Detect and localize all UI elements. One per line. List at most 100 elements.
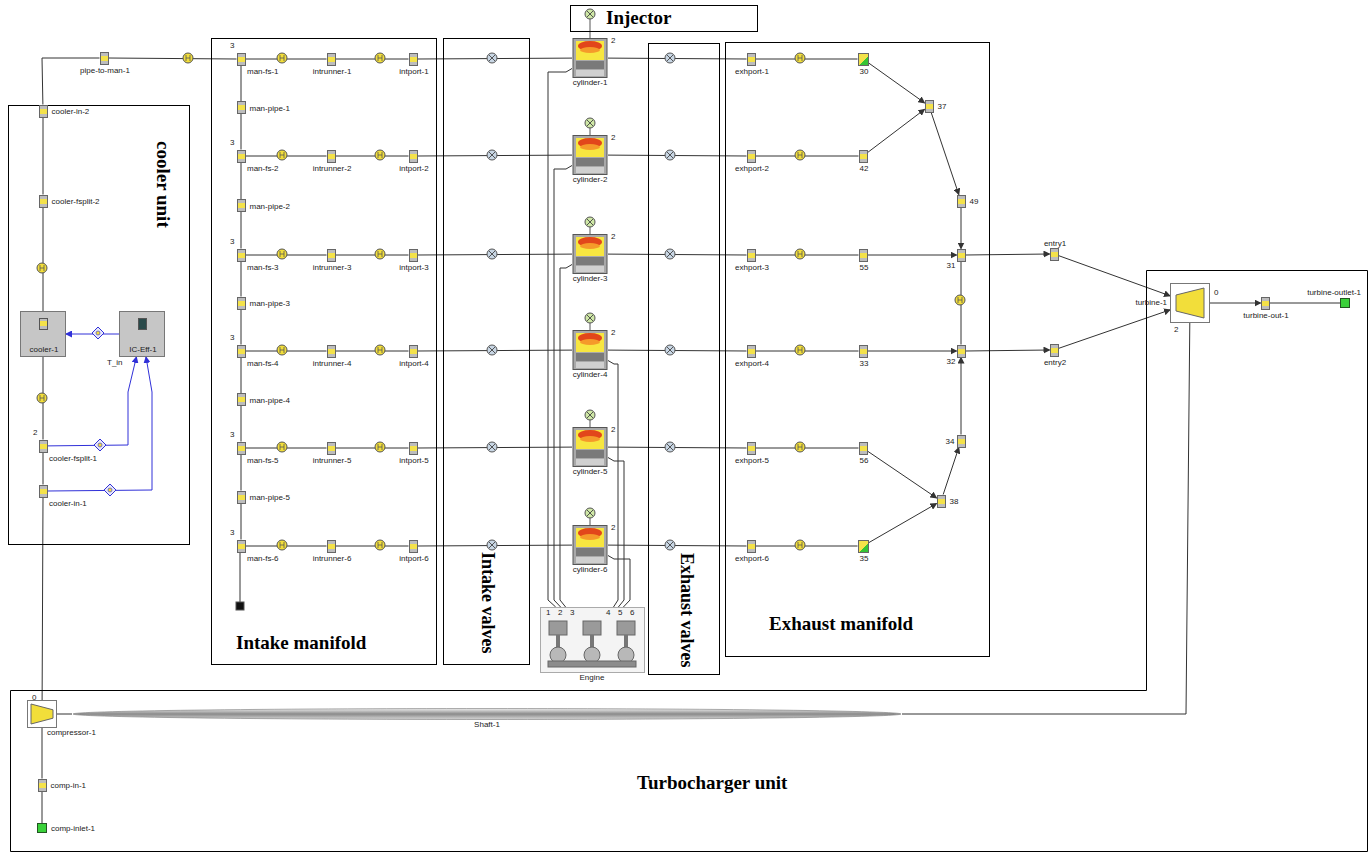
port-number: 2 <box>1174 326 1178 334</box>
region-box: Exhaust valves <box>648 43 720 675</box>
pipe-icon: exhport-2 <box>747 150 756 163</box>
pipe-icon: exhport-5 <box>747 442 756 455</box>
orifice-mark <box>378 542 382 548</box>
pipe-icon: intport-6 <box>409 540 418 553</box>
region-box: Intake valves <box>443 38 530 665</box>
port-number: 3 <box>230 431 234 439</box>
valve-symbol <box>665 442 675 452</box>
pipe-icon: man-pipe-5 <box>237 491 246 504</box>
flow-connector <box>241 212 242 249</box>
valve-symbol <box>585 508 595 518</box>
flow-connector <box>548 69 572 608</box>
flow-connector <box>1270 303 1341 304</box>
orifice-mark <box>280 444 284 450</box>
flow-connector <box>1210 303 1261 304</box>
pipe-icon: intrunner-5 <box>327 442 336 455</box>
flow-connector <box>756 448 859 449</box>
component-label: Engine <box>580 674 605 682</box>
orifice-symbol <box>375 540 385 550</box>
valve-mark <box>489 347 495 353</box>
turb-drawing <box>1170 283 1210 323</box>
flow-connector <box>608 361 618 608</box>
flow-connector <box>42 728 43 779</box>
valve-mark <box>489 542 495 548</box>
component-label: cooler-in-2 <box>52 108 90 116</box>
orifice-symbol <box>795 442 805 452</box>
pipe-icon: 34 <box>957 435 966 448</box>
orifice-symbol <box>277 53 287 63</box>
component-label: man-pipe-1 <box>250 105 290 113</box>
pipe-icon: exhport-1 <box>747 53 756 66</box>
flow-connector <box>336 59 409 60</box>
component-label: intrunner-3 <box>313 264 352 272</box>
flow-connector <box>42 58 100 105</box>
port-number: 6 <box>630 609 634 617</box>
component-label: 42 <box>860 165 869 173</box>
valve-mark <box>489 55 495 61</box>
valve-symbol <box>665 150 675 160</box>
pipe-icon: man-fs-1 <box>237 53 246 66</box>
port-number: 3 <box>230 529 234 537</box>
component-label: cylinder-4 <box>573 371 608 379</box>
valve-symbol <box>585 410 595 420</box>
cylinder-icon: cylinder-5 <box>572 427 608 467</box>
flow-connector <box>931 113 959 195</box>
sensor-dot <box>108 488 112 492</box>
component-box: IC-Eff-1 <box>119 311 165 357</box>
pipe-icon: cooler-in-2 <box>39 105 48 118</box>
orifice-symbol <box>37 393 47 403</box>
port-number: 1 <box>546 609 550 617</box>
orifice-mark <box>378 347 382 353</box>
component-label: intrunner-5 <box>313 457 352 465</box>
cylinder-icon: cylinder-6 <box>572 525 608 565</box>
component-label: man-fs-2 <box>247 165 279 173</box>
pipe-icon: intport-5 <box>409 442 418 455</box>
component-label: cooler-fsplit-2 <box>52 198 100 206</box>
orifice-symbol <box>795 53 805 63</box>
valve-mark <box>587 412 593 418</box>
orifice-symbol <box>277 150 287 160</box>
valve-mark <box>667 542 673 548</box>
valve-mark <box>587 315 593 321</box>
compressor-icon: compressor-1 <box>27 700 57 728</box>
orifice-symbol <box>795 345 805 355</box>
eng-drawing <box>540 607 645 673</box>
component-label: intport-2 <box>399 165 428 173</box>
orifice-symbol <box>795 150 805 160</box>
cylinder-icon: cylinder-4 <box>572 330 608 370</box>
valve-symbol <box>665 53 675 63</box>
valve-mark <box>587 510 593 516</box>
valve-mark <box>667 444 673 450</box>
valve-mark <box>587 219 593 225</box>
pipe-icon: 55 <box>859 249 868 262</box>
component-label: cooler-in-1 <box>49 500 87 508</box>
component-label: 49 <box>970 198 979 206</box>
flow-connector <box>966 350 1050 351</box>
valve-mark <box>489 152 495 158</box>
flow-connector <box>241 406 242 442</box>
flow-connector <box>241 163 242 200</box>
port-number: 0 <box>32 694 36 702</box>
orifice-mark <box>798 55 802 61</box>
orifice-mark <box>378 251 382 257</box>
pipe-icon: turbine-out-1 <box>1261 297 1270 310</box>
pipe-icon: comp-in-1 <box>38 779 47 792</box>
pipe-icon: 37 <box>925 100 934 113</box>
port-number: 2 <box>611 524 615 532</box>
component-label: cylinder-6 <box>573 566 608 574</box>
port-number: 3 <box>230 334 234 342</box>
orifice-mark <box>40 395 44 401</box>
orifice-mark <box>378 444 382 450</box>
orifice-symbol <box>277 442 287 452</box>
region-box: cooler unitcooler-in-2cooler-fsplit-2coo… <box>8 105 190 545</box>
boundary-icon: turbine-outlet-1 <box>1340 298 1350 308</box>
flow-connector <box>554 166 572 608</box>
component-label: turbine-1 <box>1135 299 1167 307</box>
component-label: intrunner-4 <box>313 360 352 368</box>
orifice-symbol <box>955 295 965 305</box>
component-label: intrunner-2 <box>313 165 352 173</box>
pipe-icon: 42 <box>859 150 868 163</box>
orifice-symbol <box>277 249 287 259</box>
flow-connector <box>336 546 409 547</box>
